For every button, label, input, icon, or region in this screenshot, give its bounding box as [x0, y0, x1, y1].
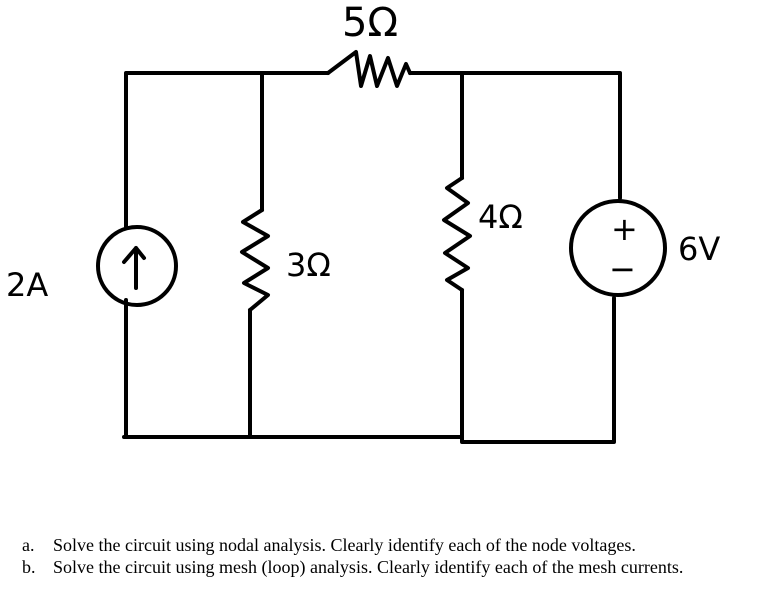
current-source-2a	[96, 225, 178, 307]
label-minus: −	[609, 250, 636, 288]
question-text: Solve the circuit using mesh (loop) anal…	[53, 557, 684, 577]
bottom-wire-right	[460, 296, 616, 444]
question-marker: b.	[22, 557, 36, 577]
label-5-ohm: 5Ω	[342, 0, 398, 46]
resistor-3-ohm	[240, 208, 270, 312]
voltage-source-6v	[569, 199, 667, 297]
question-text: Solve the circuit using nodal analysis. …	[53, 535, 636, 555]
resistor-4-ohm	[442, 176, 472, 292]
wires	[122, 71, 622, 444]
top-wire-right	[408, 71, 622, 200]
label-plus: +	[611, 210, 638, 248]
arrow-up-icon	[122, 246, 146, 290]
question-item: a. Solve the circuit using nodal analysi…	[22, 534, 742, 556]
label-6v: 6V	[678, 230, 720, 268]
resistor-5-ohm	[326, 50, 412, 88]
question-list: a. Solve the circuit using nodal analysi…	[22, 534, 742, 578]
label-3-ohm: 3Ω	[286, 246, 331, 284]
top-wire-left	[124, 71, 330, 229]
label-2a: 2A	[6, 266, 48, 304]
label-4-ohm: 4Ω	[478, 198, 523, 236]
question-marker: a.	[22, 535, 35, 555]
question-item: b. Solve the circuit using mesh (loop) a…	[22, 556, 742, 578]
